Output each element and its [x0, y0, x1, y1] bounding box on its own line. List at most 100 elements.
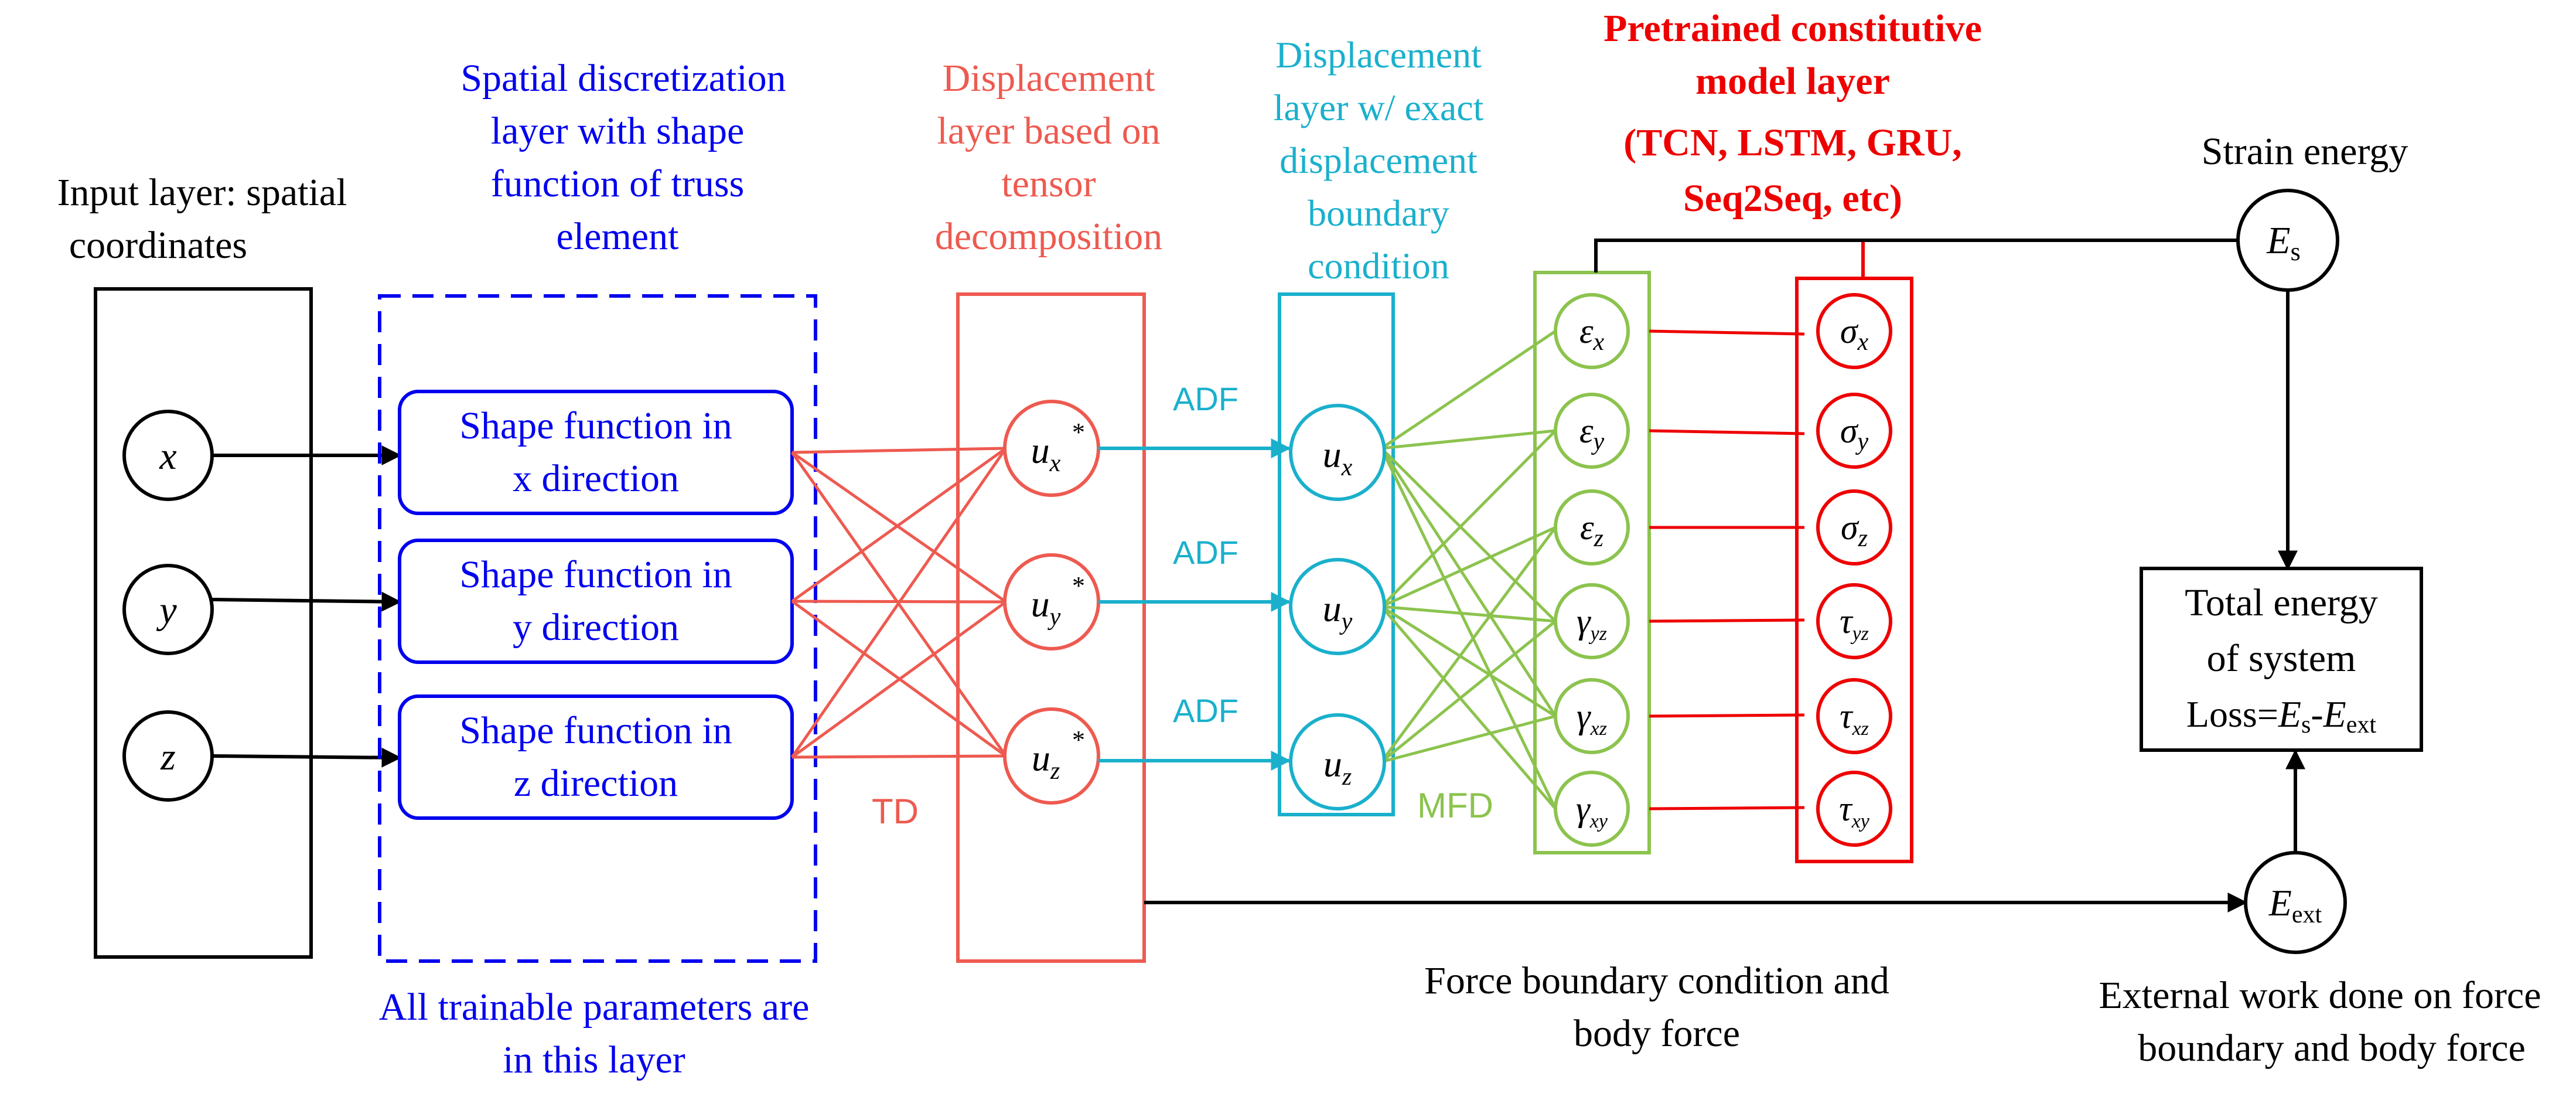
mfd-edges — [1380, 329, 1557, 810]
svg-text:ux: ux — [1031, 430, 1061, 477]
exact-title-1: Displacement — [1275, 34, 1482, 76]
adf-label-2: ADF — [1173, 534, 1238, 571]
arrow-z-to-shape — [211, 747, 402, 768]
td-node-uz-sup: * — [1072, 726, 1085, 754]
spatial-title-2: layer with shape — [491, 110, 745, 152]
loss-e2: E — [2323, 693, 2346, 735]
svg-text:ux: ux — [1323, 434, 1353, 481]
exact-title-5: condition — [1308, 245, 1449, 287]
stress-node-4: τyz — [1816, 583, 1892, 659]
total-energy-loss: Loss=Es-Eext — [2186, 693, 2377, 738]
svg-text:uy: uy — [1031, 583, 1061, 631]
loss-minus: - — [2311, 693, 2323, 735]
stress-node-2: σy — [1816, 393, 1892, 469]
ext-label-1: External work done on force — [2099, 974, 2541, 1017]
strain-stress-edges — [1649, 329, 1805, 810]
strain-node-2: εy — [1554, 393, 1630, 469]
input-layer-box — [94, 287, 313, 959]
td-node-ux: ux * — [1003, 400, 1100, 497]
exact-node-ux-sub: x — [1341, 454, 1353, 481]
input-node-y-label: y — [156, 589, 177, 632]
input-layer: Input layer: spatial coordinates x y z — [57, 171, 347, 959]
stress-node-1: σx — [1816, 293, 1892, 369]
strain-nodes: εx εy εz γyz γxz γxy — [1554, 293, 1630, 847]
loss-s2: ext — [2346, 711, 2377, 738]
exact-node-uy-sub: y — [1339, 608, 1353, 635]
constitutive-title: Pretrained constitutive model layer (TCN… — [1603, 7, 1982, 220]
eext-node-sub: ext — [2292, 901, 2322, 928]
const-title-4: Seq2Seq, etc) — [1683, 177, 1902, 220]
const-title-2: model layer — [1695, 60, 1890, 103]
strain-node-5-label: γxz — [1577, 697, 1607, 740]
shape-box-y-line2: y direction — [513, 606, 679, 649]
loss-prefix: Loss= — [2186, 693, 2278, 735]
svg-text:Eext: Eext — [2268, 882, 2322, 928]
spatial-title-3: function of truss — [491, 162, 745, 205]
loss-s1: s — [2301, 711, 2311, 738]
strain-node-4-label: γyz — [1577, 602, 1607, 645]
adf-label-3: ADF — [1173, 692, 1238, 729]
total-energy-line1: Total energy — [2185, 581, 2378, 624]
exact-title-2: layer w/ exact — [1274, 87, 1484, 128]
td-label: TD — [872, 792, 919, 831]
input-layer-title-2: coordinates — [69, 224, 247, 267]
es-node-base: E — [2266, 219, 2290, 262]
strain-node-1-label: εx — [1579, 312, 1605, 356]
strain-energy-line — [1594, 239, 2238, 273]
exact-node-uy-base: u — [1323, 588, 1342, 629]
eext-node-base: E — [2268, 882, 2292, 924]
td-title-2: layer based on — [937, 110, 1160, 152]
input-node-y — [122, 564, 214, 655]
spatial-note-2: in this layer — [503, 1038, 685, 1081]
const-title-1: Pretrained constitutive — [1603, 7, 1982, 50]
external-energy-node: Eext — [2244, 851, 2347, 954]
input-node-x-label: x — [159, 435, 176, 478]
spatial-layer: Spatial discretization layer with shape … — [460, 57, 786, 258]
shape-box-y: Shape function in y direction — [398, 539, 794, 664]
es-node-sub: s — [2291, 237, 2301, 266]
constitutive-layer-box — [1795, 277, 1913, 863]
shape-box-z-line1: Shape function in — [459, 709, 732, 752]
td-node-uy-base: u — [1031, 583, 1050, 625]
td-title-3: tensor — [1001, 162, 1096, 205]
force-label-2: body force — [1574, 1012, 1740, 1055]
td-title-1: Displacement — [943, 57, 1155, 100]
strain-node-6-label: γxy — [1576, 789, 1608, 832]
input-node-z-label: z — [160, 735, 176, 778]
td-node-uy-sub: y — [1048, 604, 1061, 631]
stress-node-5-label: τxz — [1840, 697, 1869, 740]
svg-text:uz: uz — [1323, 743, 1352, 791]
stress-node-6-label: τxy — [1839, 789, 1870, 832]
svg-text:Es: Es — [2266, 219, 2300, 266]
shape-box-x: Shape function in x direction — [398, 390, 794, 515]
input-layer-title-1: Input layer: spatial — [57, 171, 347, 214]
strain-node-1: εx — [1554, 293, 1630, 369]
td-node-ux-base: u — [1031, 430, 1050, 471]
stress-node-4-label: τyz — [1840, 602, 1869, 645]
spatial-layer-box — [378, 294, 817, 963]
exact-layer-title: Displacement layer w/ exact displacement… — [1274, 34, 1484, 287]
strain-node-3: εz — [1554, 489, 1630, 566]
strain-node-2-label: εy — [1579, 411, 1605, 455]
td-node-uz-base: u — [1032, 737, 1050, 779]
svg-text:uy: uy — [1323, 588, 1353, 635]
strain-node-3-label: εz — [1580, 508, 1603, 552]
mfd-label: MFD — [1417, 786, 1493, 825]
spatial-title-1: Spatial discretization — [460, 57, 786, 100]
stress-node-6: τxy — [1816, 771, 1892, 847]
arrow-y-to-shape — [211, 591, 402, 612]
shape-box-x-line2: x direction — [513, 457, 679, 500]
stress-node-3-label: σz — [1841, 508, 1868, 552]
td-node-uz: uz * — [1003, 707, 1100, 805]
const-title-3: (TCN, LSTM, GRU, — [1623, 121, 1962, 164]
shape-box-z: Shape function in z direction — [398, 694, 794, 820]
spatial-title-4: element — [557, 215, 679, 258]
spatial-note-1: All trainable parameters are — [379, 986, 810, 1029]
exact-node-uy: uy — [1289, 558, 1386, 655]
td-node-ux-sup: * — [1072, 418, 1085, 447]
td-layer-title: Displacement layer based on tensor decom… — [935, 57, 1163, 258]
exact-node-uz: uz — [1289, 713, 1386, 810]
exact-node-ux-base: u — [1323, 434, 1342, 475]
ext-label-2: boundary and body force — [2138, 1027, 2526, 1070]
